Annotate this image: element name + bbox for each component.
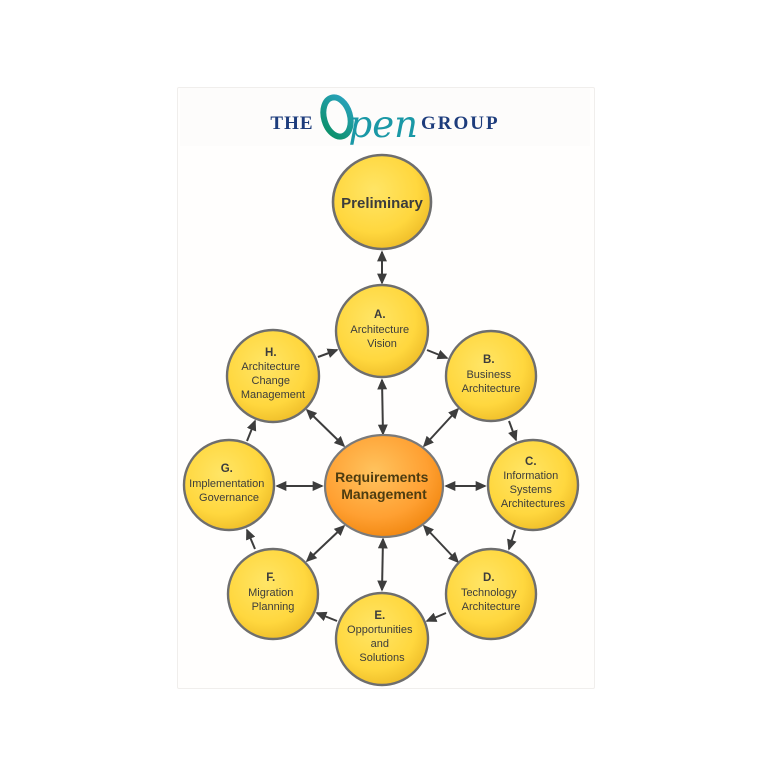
- phase-node-preliminary: Preliminary: [331, 153, 433, 251]
- phase-circle-d: [444, 547, 538, 641]
- phase-circle-a: [334, 283, 430, 379]
- phase-line: Systems: [510, 484, 553, 496]
- phase-label-b: B. Business Architecture: [462, 350, 521, 395]
- open-group-logo: THE pen GROUP: [180, 88, 590, 146]
- arrow-a-b: [426, 349, 449, 360]
- phase-label-f: F. Migration Planning: [248, 568, 298, 613]
- phase-node-a: A. Architecture Vision: [334, 283, 430, 379]
- phase-line: Management: [241, 389, 305, 401]
- center-label: Requirements Management: [335, 469, 433, 502]
- phase-line: Implementation: [189, 478, 264, 490]
- arrow-e-f: [315, 611, 338, 622]
- arrow-h-a: [317, 348, 339, 358]
- phase-label-e: E. Opportunities and Solutions: [347, 606, 417, 664]
- center-line: Requirements: [335, 469, 429, 485]
- phase-circle-g: [182, 438, 276, 532]
- phase-node-f: F. Migration Planning: [226, 547, 320, 641]
- phase-line: Technology: [461, 587, 517, 599]
- phase-label-preliminary: Preliminary: [341, 195, 423, 212]
- center-line: Management: [341, 486, 427, 502]
- phase-line: Architectures: [501, 498, 566, 510]
- arrow-center-f: [305, 524, 346, 563]
- arrow-center-d: [422, 524, 460, 564]
- arrow-center-h: [305, 408, 346, 448]
- phase-label-h: H. Architecture Change Management: [241, 343, 305, 401]
- arrow-d-e: [425, 612, 447, 622]
- phase-line: Architecture: [241, 361, 300, 373]
- bidirectional-arrows: [275, 250, 487, 592]
- arrow-center-e: [377, 537, 388, 592]
- phase-circle-preliminary: [331, 153, 433, 251]
- open-o-icon: [319, 94, 354, 140]
- phase-node-c: C. Information Systems Architectures: [486, 438, 580, 532]
- arrow-center-b: [422, 407, 460, 448]
- phase-circle-h: [225, 328, 321, 424]
- arrow-f-g: [246, 528, 256, 550]
- logo-open-tail: pen: [348, 103, 418, 146]
- phase-node-b: B. Business Architecture: [444, 329, 538, 423]
- phase-letter-c: C.: [525, 456, 537, 468]
- phase-circle-c: [486, 438, 580, 532]
- center-node-requirements-management: Requirements Management: [323, 433, 445, 539]
- phase-line: Planning: [252, 601, 295, 613]
- phase-circle-f: [226, 547, 320, 641]
- phase-node-g: G. Implementation Governance: [182, 438, 276, 532]
- phase-letter-h: H.: [265, 347, 277, 359]
- phase-circle-e: [334, 591, 430, 687]
- phase-line: Architecture: [462, 383, 521, 395]
- phase-line: Architecture: [462, 601, 521, 613]
- open-o-swirl: [319, 94, 354, 140]
- phase-line: Information: [503, 470, 558, 482]
- phase-line: Migration: [248, 587, 293, 599]
- phase-line: Opportunities: [347, 624, 413, 636]
- phase-line: and: [371, 638, 389, 650]
- center-circle: [323, 433, 445, 539]
- phase-circle-b: [444, 329, 538, 423]
- phase-letter-e: E.: [374, 610, 385, 622]
- phase-letter-b: B.: [483, 354, 495, 366]
- phase-label-d: D. Technology Architecture: [461, 568, 521, 613]
- phase-line: Business: [466, 369, 511, 381]
- phase-line: Change: [252, 375, 291, 387]
- arrow-b-c: [508, 420, 518, 442]
- arrow-center-a: [377, 378, 388, 436]
- phase-label-g: G. Implementation Governance: [189, 459, 269, 504]
- phase-letter-f: F.: [266, 572, 275, 584]
- phase-label-c: C. Information Systems Architectures: [501, 452, 566, 510]
- phase-node-e: E. Opportunities and Solutions: [334, 591, 430, 687]
- phase-letter-g: G.: [221, 463, 233, 475]
- phase-line: Governance: [199, 492, 259, 504]
- logo-the: THE: [270, 113, 314, 134]
- phase-letter-a: A.: [374, 309, 386, 321]
- phase-line: Vision: [367, 338, 397, 350]
- phase-line: Solutions: [359, 652, 405, 664]
- phase-line: Architecture: [350, 324, 409, 336]
- phase-label-a: A. Architecture Vision: [350, 305, 413, 350]
- phase-node-h: H. Architecture Change Management: [225, 328, 321, 424]
- phase-letter-d: D.: [483, 572, 495, 584]
- cycle-arrows: [246, 348, 518, 622]
- arrow-c-d: [507, 529, 517, 551]
- arrow-g-h: [246, 419, 257, 442]
- logo-group: GROUP: [420, 113, 500, 134]
- phase-node-d: D. Technology Architecture: [444, 547, 538, 641]
